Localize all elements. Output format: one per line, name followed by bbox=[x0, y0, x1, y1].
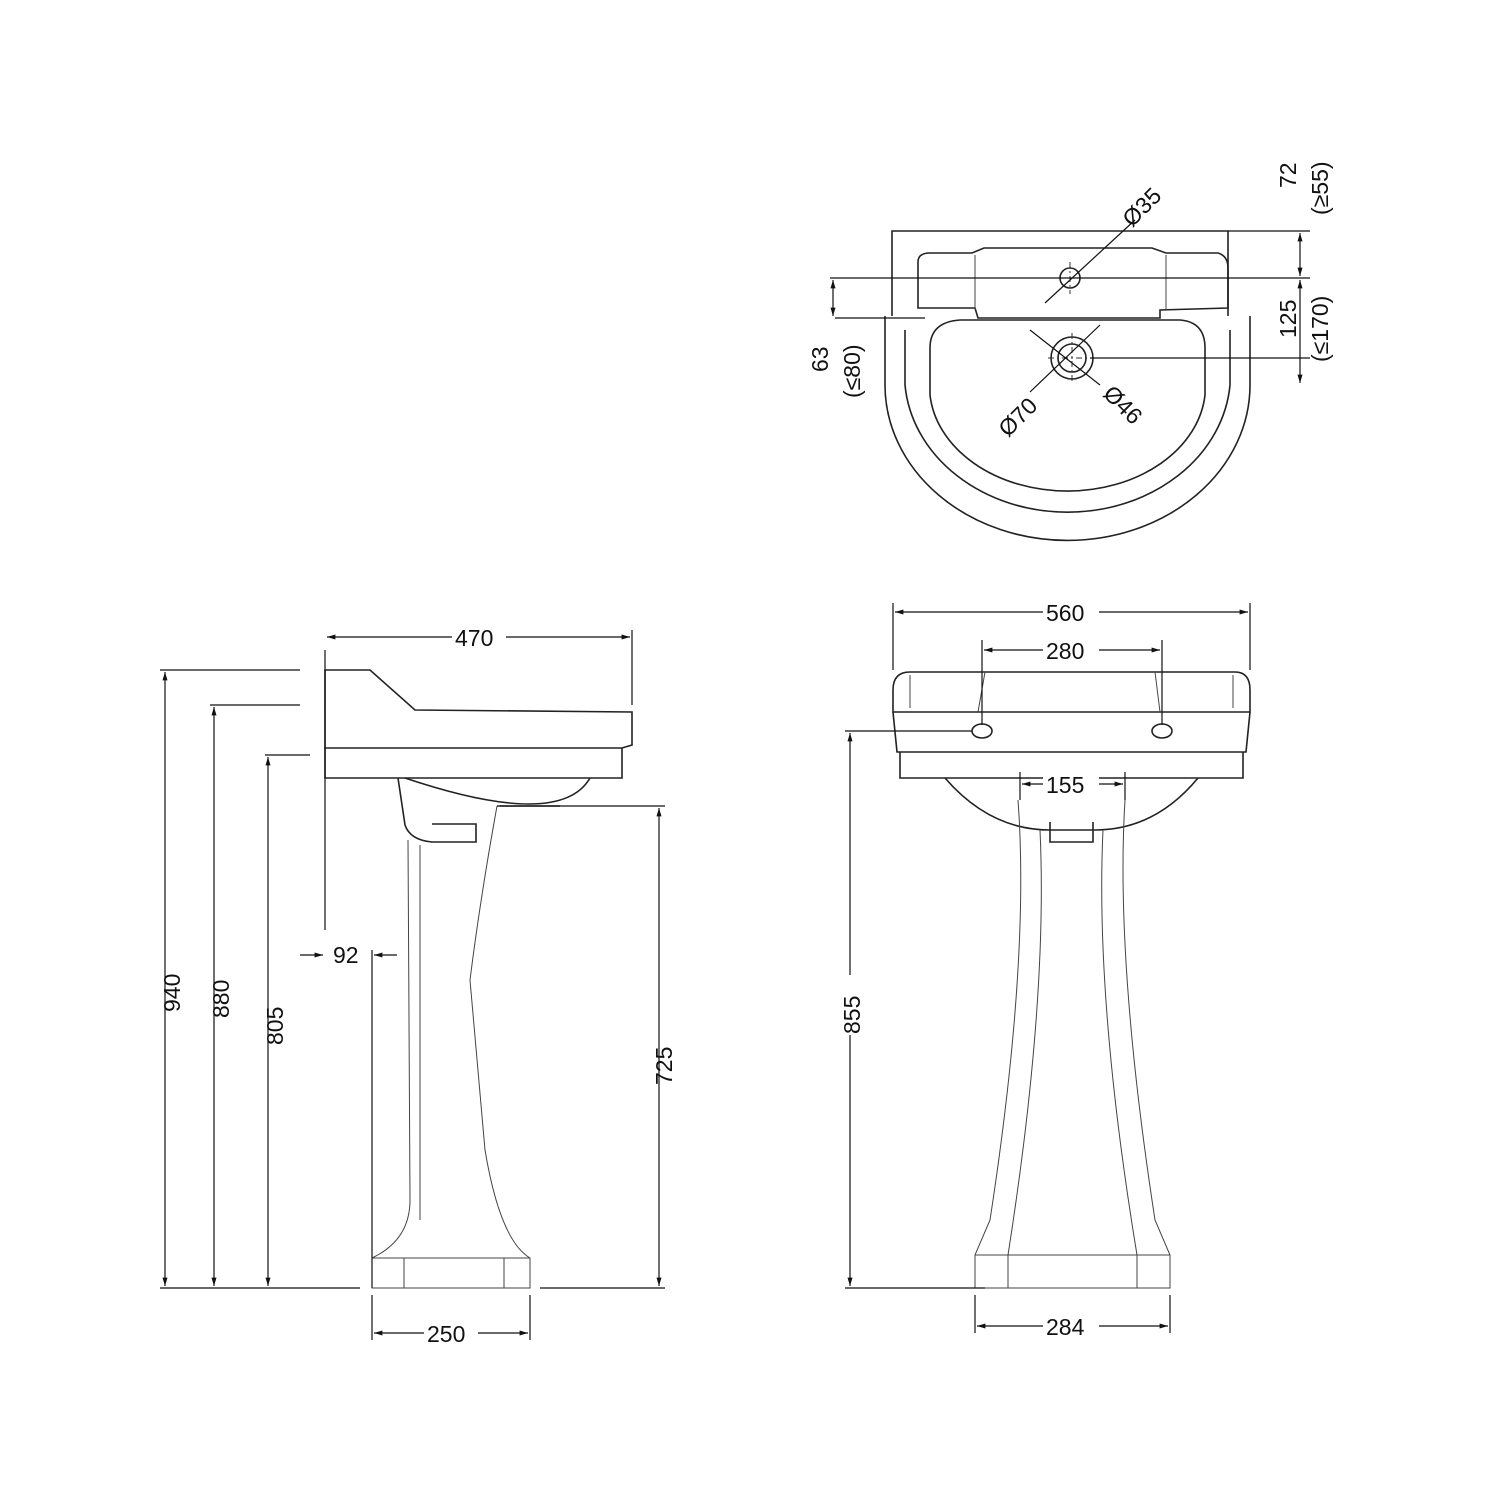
dim-wall-to-pedestal: 92 bbox=[333, 942, 359, 968]
dim-ledge-depth-limit: (≤80) bbox=[839, 344, 865, 398]
dim-total-height: 940 bbox=[159, 974, 185, 1012]
dim-pedestal-base-width: 284 bbox=[1046, 1314, 1085, 1340]
dim-tap-centres: 280 bbox=[1046, 638, 1084, 664]
dim-ledge-depth: 63 bbox=[807, 346, 833, 372]
dim-taphole-diameter: Ø35 bbox=[1117, 182, 1166, 231]
dim-waste-outer-diameter: Ø70 bbox=[993, 392, 1042, 441]
dim-back-to-taphole-limit: (≥55) bbox=[1307, 161, 1333, 215]
dim-pedestal-height: 725 bbox=[651, 1047, 677, 1085]
dim-waste-inner-diameter: Ø46 bbox=[1098, 380, 1147, 429]
dim-underside-height: 805 bbox=[262, 1007, 288, 1045]
dim-taphole-to-waste-limit: (≤170) bbox=[1307, 296, 1333, 362]
dim-rim-height: 880 bbox=[208, 980, 234, 1018]
front-view: 560 280 155 855 284 bbox=[838, 600, 1251, 1340]
top-view: Ø35 Ø70 Ø46 72 (≥55) 125 (≤170) 63 (≤80) bbox=[807, 161, 1333, 542]
side-view: 470 940 880 805 725 92 250 bbox=[159, 625, 677, 1347]
dim-back-to-taphole: 72 bbox=[1275, 162, 1301, 188]
dim-pedestal-base-depth: 250 bbox=[427, 1321, 465, 1347]
dim-overflow-height: 855 bbox=[839, 996, 865, 1034]
dim-waste-width: 155 bbox=[1046, 772, 1084, 798]
dim-depth: 470 bbox=[455, 625, 493, 651]
dim-width: 560 bbox=[1046, 600, 1084, 626]
dim-taphole-to-waste: 125 bbox=[1275, 300, 1301, 338]
